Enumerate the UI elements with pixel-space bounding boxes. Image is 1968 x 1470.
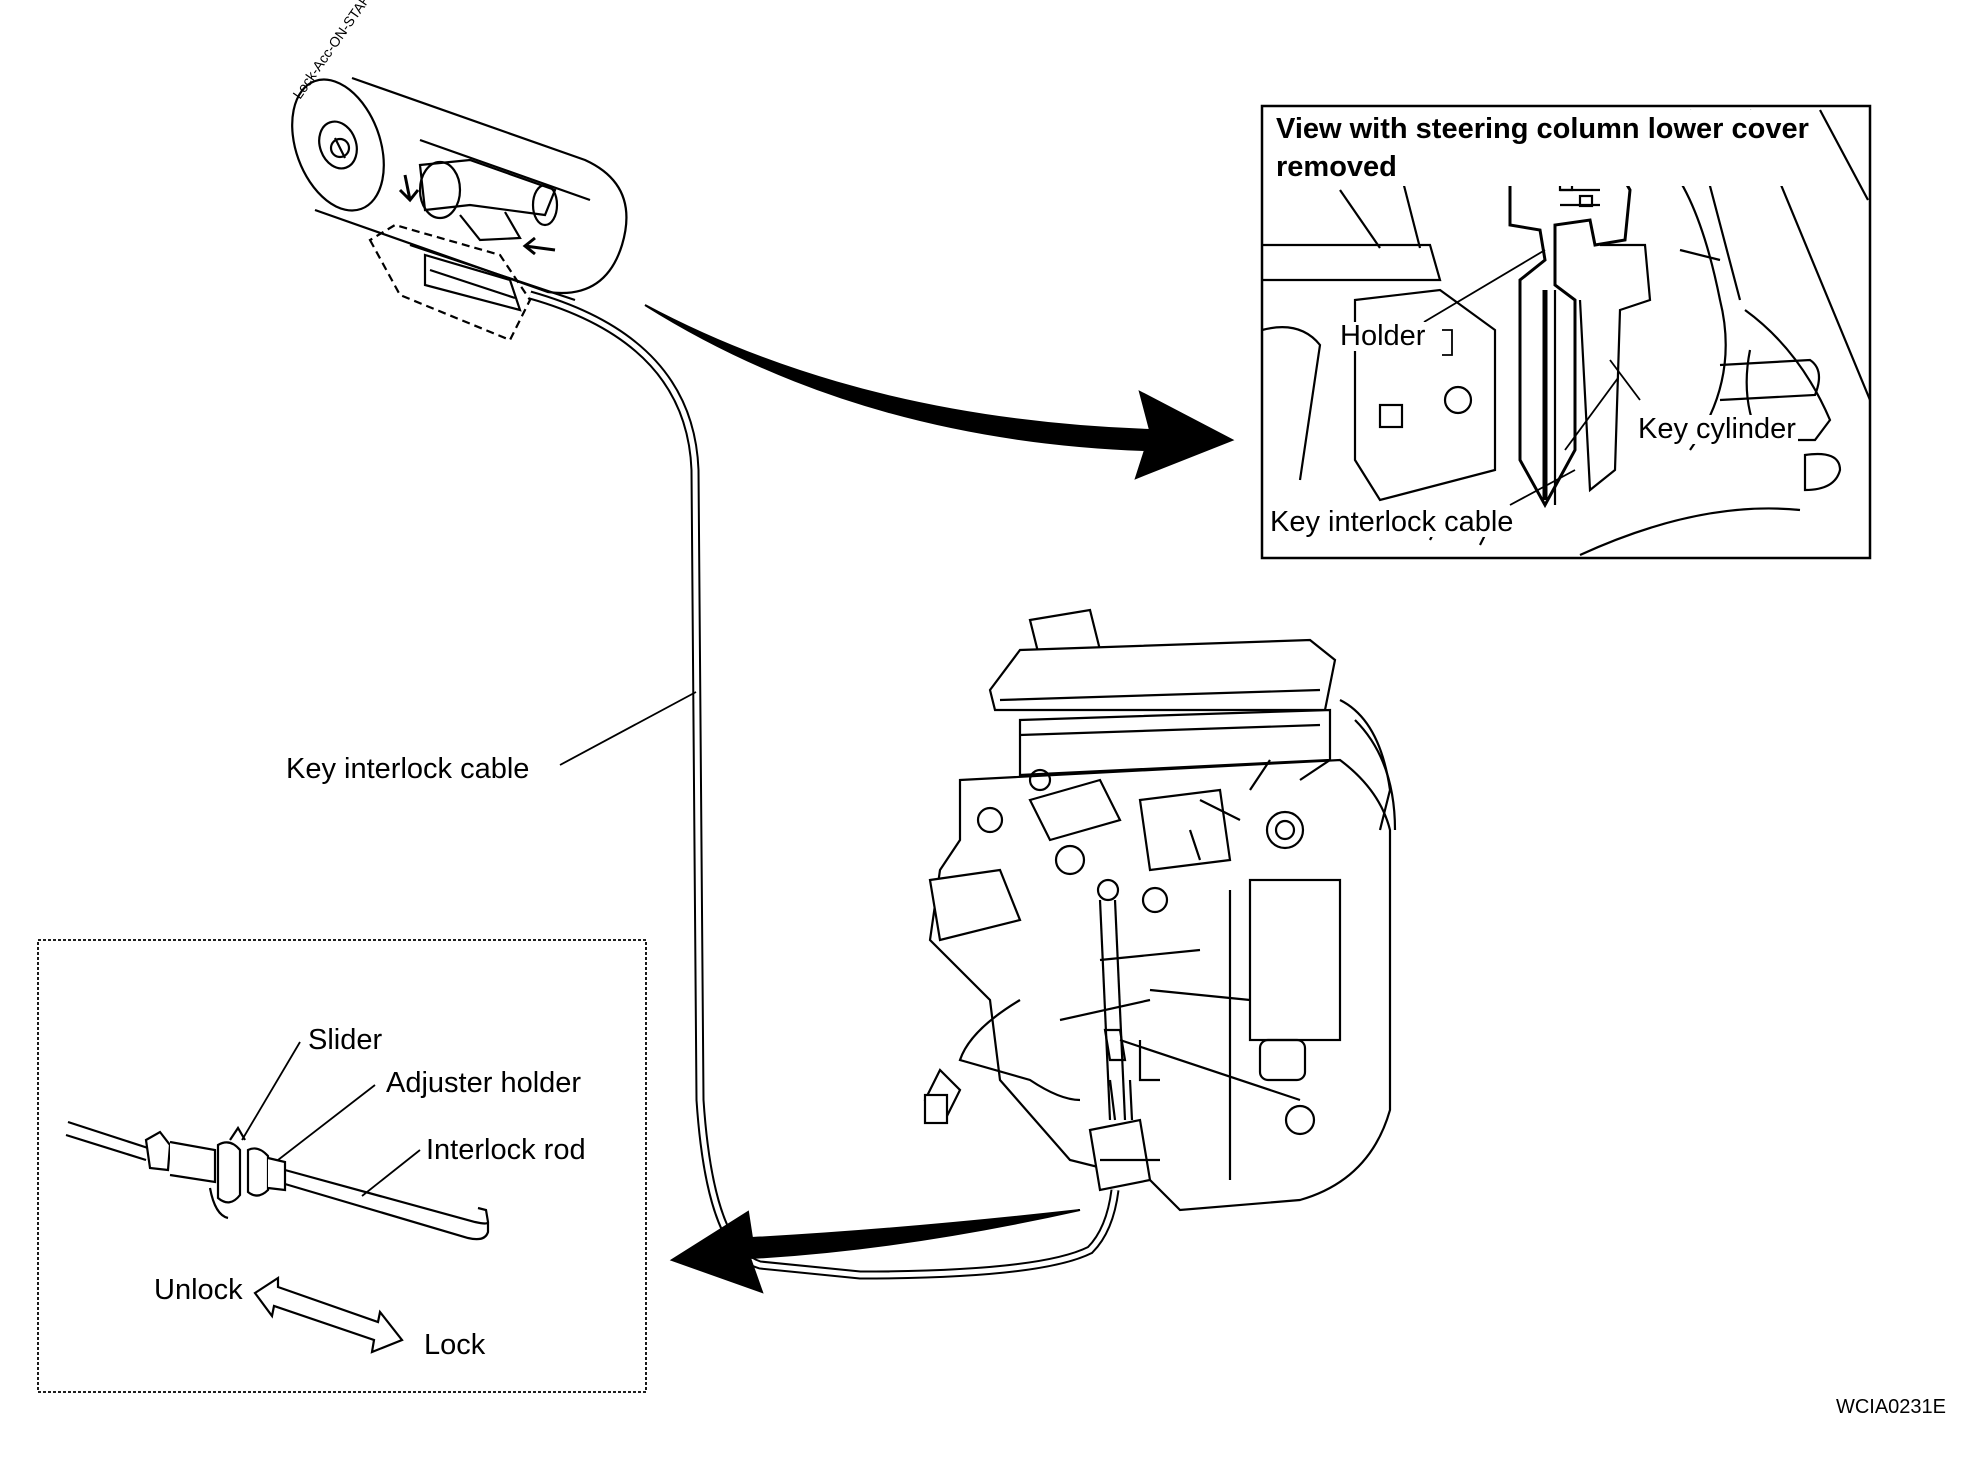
slider-label: Slider [306,1024,385,1056]
lock-label: Lock [422,1329,488,1361]
holder-label: Holder [1338,320,1428,352]
inset-view-title-line1: View with steering column lower cover [1276,113,1809,145]
key-interlock-cable-leader [559,691,697,766]
key-cylinder-label: Key cylinder [1636,413,1798,445]
interlock-rod-label: Interlock rod [424,1134,588,1166]
detail-view-drawing [65,1041,490,1354]
unlock-label: Unlock [152,1274,245,1306]
inset-key-interlock-cable-label: Key interlock cable [1268,506,1516,538]
adjuster-holder-label: Adjuster holder [384,1067,584,1099]
key-interlock-cable-label: Key interlock cable [284,753,532,785]
inset-view-title: View with steering column lower cover re… [1276,110,1815,186]
inset-view-title-line2: removed [1276,151,1397,183]
shift-lever-assembly [923,608,1397,1212]
key-cylinder-assembly: Lock-Acc-ON-START [289,0,628,342]
arrow-to-detail [669,1209,1081,1294]
arrow-to-inset [644,304,1235,480]
figure-code: WCIA0231E [1835,1396,1946,1418]
